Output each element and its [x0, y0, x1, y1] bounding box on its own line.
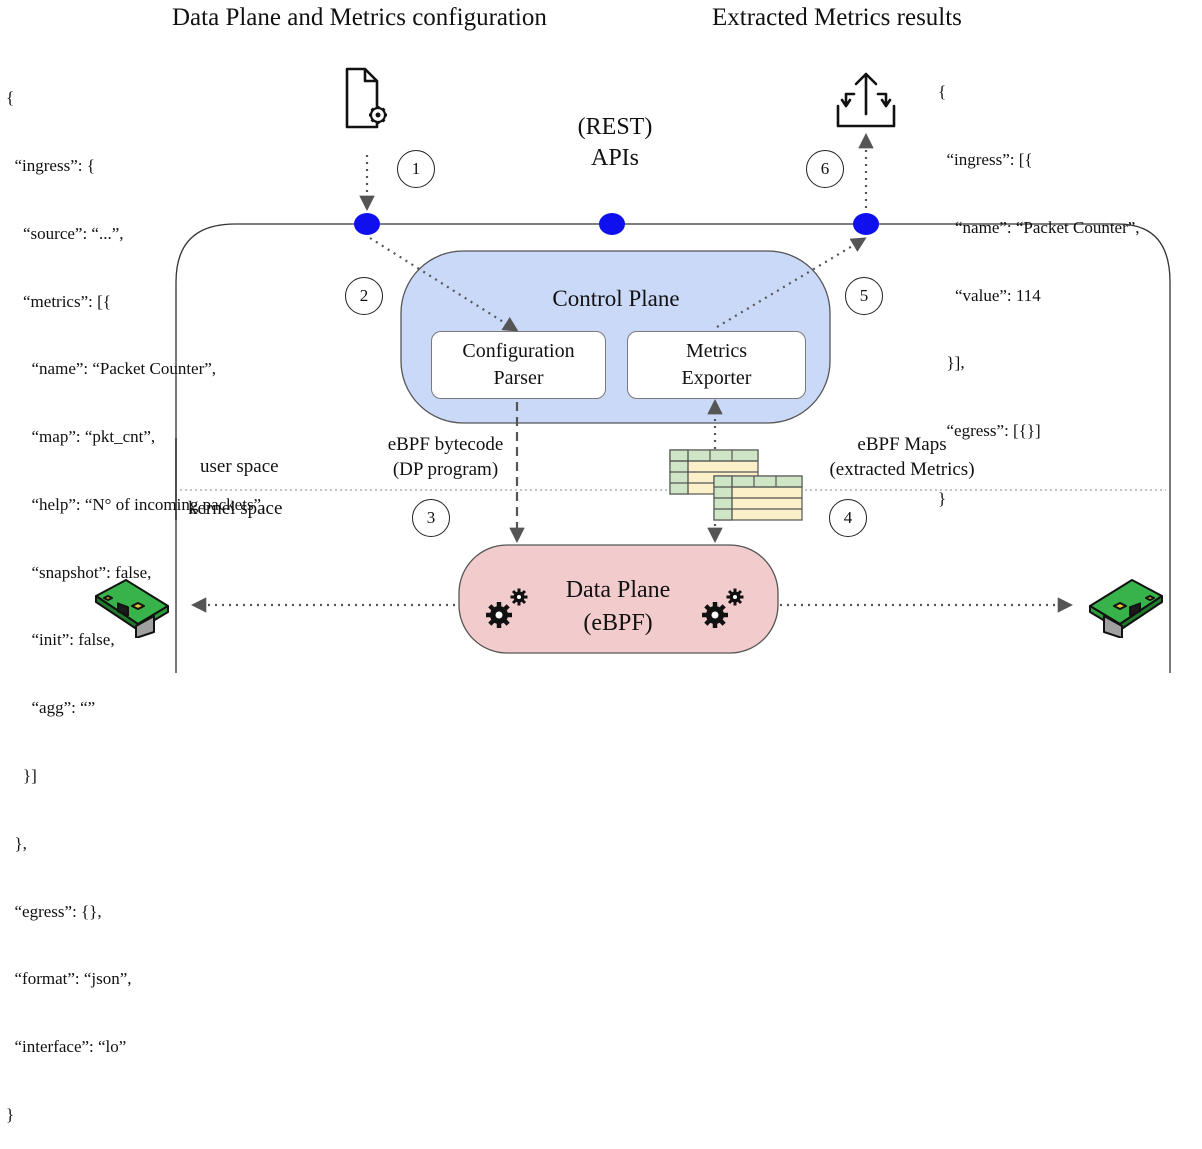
code-line: “interface”: “lo”: [6, 1037, 127, 1057]
config-title: Data Plane and Metrics configuration: [172, 4, 547, 31]
code-line: “egress”: [{}]: [938, 421, 1041, 441]
data-plane-shape: [458, 544, 779, 654]
metrics-exporter-box: Metrics Exporter: [627, 331, 806, 399]
code-line: “value”: 114: [938, 285, 1041, 305]
api-endpoint-middle[interactable]: [599, 213, 625, 235]
code-line: “name”: “Packet Counter”,: [938, 217, 1140, 237]
arrow-2: [369, 237, 519, 332]
code-line: “format”: “json”,: [6, 969, 132, 989]
code-line: “init”: false,: [6, 630, 115, 650]
code-line: },: [6, 833, 27, 853]
system-container: [175, 223, 1171, 673]
code-line: }: [938, 488, 947, 508]
step-1: 1: [397, 150, 435, 188]
control-plane-title: Control Plane: [552, 286, 680, 311]
step-2: 2: [345, 277, 383, 315]
api-endpoint-results[interactable]: [853, 213, 879, 235]
gears-icon: [702, 588, 744, 628]
user-space-label: user space: [200, 456, 279, 477]
kernel-space-label: kernel space: [188, 498, 283, 519]
ebpf-maps-label: eBPF Maps (extracted Metrics): [829, 434, 975, 480]
step-5: 5: [845, 277, 883, 315]
api-endpoint-config[interactable]: [354, 213, 380, 235]
arrow-5: [716, 237, 867, 328]
code-line: “help”: “N° of incoming packets”,: [6, 494, 266, 514]
file-gear-icon: [345, 67, 387, 129]
step-4: 4: [829, 499, 867, 537]
data-plane-label: Data Plane (eBPF): [565, 577, 671, 636]
code-line: }],: [938, 353, 965, 373]
table-icon: [669, 449, 803, 521]
step-3: 3: [412, 499, 450, 537]
gears-icon: [486, 588, 528, 628]
results-title: Extracted Metrics results: [712, 4, 962, 31]
api-label: (REST) APIs: [577, 114, 653, 171]
code-line: }: [6, 1104, 15, 1124]
code-line: “name”: “Packet Counter”,: [6, 359, 217, 379]
result-json: { “ingress”: [{ “name”: “Packet Counter”…: [938, 36, 1140, 533]
code-line: “source”: “...”,: [6, 223, 124, 243]
code-line: “agg”: “”: [6, 698, 96, 718]
code-line: “ingress”: {: [6, 155, 95, 175]
code-line: “snapshot”: false,: [6, 562, 152, 582]
code-line: “ingress”: [{: [938, 149, 1033, 169]
code-line: “egress”: {},: [6, 901, 102, 921]
code-line: {: [6, 88, 15, 108]
ebpf-bytecode-label: eBPF bytecode (DP program): [387, 434, 504, 480]
network-card-icon: [1089, 579, 1163, 638]
network-card-icon: [95, 579, 169, 638]
code-line: {: [938, 82, 947, 102]
code-line: “map”: “pkt_cnt”,: [6, 427, 156, 447]
code-line: “metrics”: [{: [6, 291, 111, 311]
configuration-parser-box: Configuration Parser: [431, 331, 606, 399]
export-icon: [836, 72, 896, 128]
code-line: }]: [6, 766, 37, 785]
step-6: 6: [806, 150, 844, 188]
